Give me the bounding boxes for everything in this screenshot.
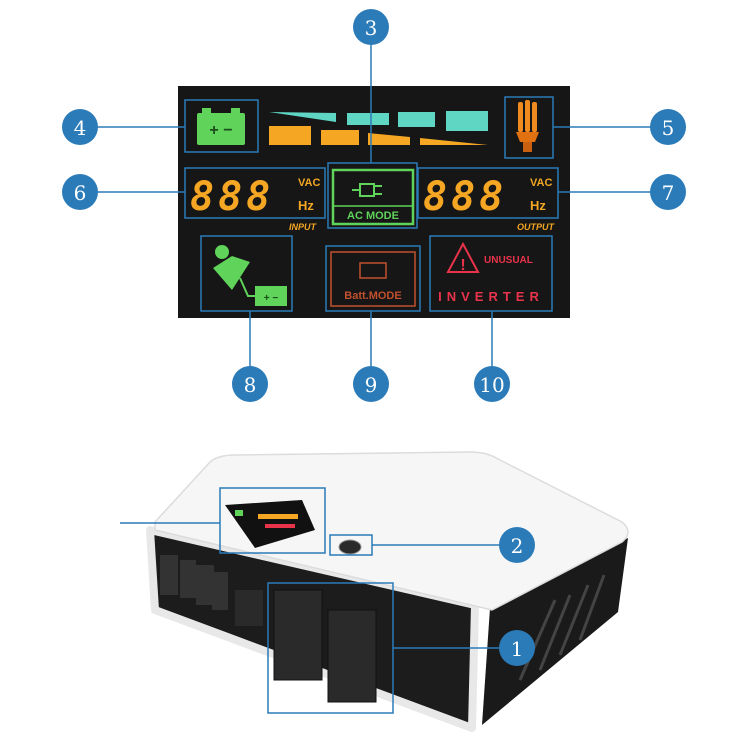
svg-text:3: 3: [365, 16, 378, 40]
input-voltage-digits: 888: [190, 174, 274, 220]
ac-input-socket: [235, 590, 263, 626]
svg-text:4: 4: [74, 116, 87, 140]
usb-ports: [160, 555, 228, 610]
callout-3: 3: [353, 9, 389, 45]
svg-text:1: 1: [511, 637, 524, 661]
ac-outlet-1: [273, 589, 323, 681]
batt-mode-label: Batt.MODE: [344, 290, 401, 302]
side-vents: [518, 574, 606, 681]
battery-signs: + −: [209, 122, 232, 139]
output-unit-vac: VAC: [530, 177, 552, 189]
lower-callout-lines: [120, 487, 500, 714]
svg-text:2: 2: [511, 534, 524, 558]
svg-text:8: 8: [244, 373, 257, 397]
ac-mode-indicator: AC MODE: [331, 168, 415, 226]
unusual-label: UNUSUAL: [484, 255, 533, 266]
power-button[interactable]: [338, 539, 362, 555]
exclamation-mark: !: [460, 257, 465, 274]
output-unit-hz: Hz: [530, 198, 546, 213]
svg-text:10: 10: [479, 373, 504, 397]
svg-text:5: 5: [662, 116, 675, 140]
inverter-device: [146, 451, 629, 732]
ac-mode-label: AC MODE: [347, 210, 399, 222]
input-unit-hz: Hz: [298, 198, 314, 213]
callout-2: 2: [499, 527, 535, 563]
battery-mode-indicator: Batt.MODE: [330, 251, 416, 307]
callout-7: 7: [650, 174, 686, 210]
callout-4: 4: [62, 109, 98, 145]
solar-battery-signs: + −: [264, 293, 279, 304]
callout-markers: 1 2 3 4 5 6 7 8 9 10: [62, 9, 686, 666]
battery-outline-icon: [359, 262, 387, 279]
callout-6: 6: [62, 174, 98, 210]
upper-callout-lines: [97, 44, 651, 367]
device-top-panel: [154, 451, 629, 611]
load-bulb-icon: [516, 100, 539, 152]
load-level-bars: [269, 111, 488, 145]
svg-text:7: 7: [662, 181, 675, 205]
warning-triangle-icon: [446, 241, 480, 273]
callout-9: 9: [353, 366, 389, 402]
callout-5: 5: [650, 109, 686, 145]
input-unit-vac: VAC: [298, 177, 320, 189]
svg-text:9: 9: [365, 373, 378, 397]
output-voltage-digits: 888: [423, 174, 507, 220]
battery-icon: + −: [197, 108, 245, 145]
callout-1: 1: [499, 630, 535, 666]
inverter-fault-indicator: ! UNUSUAL INVERTER: [438, 241, 544, 304]
lcd-panel: + − 888 VAC Hz INPUT 888 VAC Hz OUTPUT: [178, 86, 570, 318]
svg-text:6: 6: [74, 181, 87, 205]
callout-8: 8: [232, 366, 268, 402]
solar-charging-icon: + −: [213, 245, 287, 306]
input-label: INPUT: [289, 222, 318, 232]
output-label: OUTPUT: [517, 222, 556, 232]
ac-outlet-2: [327, 609, 377, 703]
callout-10: 10: [474, 366, 510, 402]
plug-icon: [352, 183, 382, 197]
inverter-label: INVERTER: [438, 289, 544, 304]
